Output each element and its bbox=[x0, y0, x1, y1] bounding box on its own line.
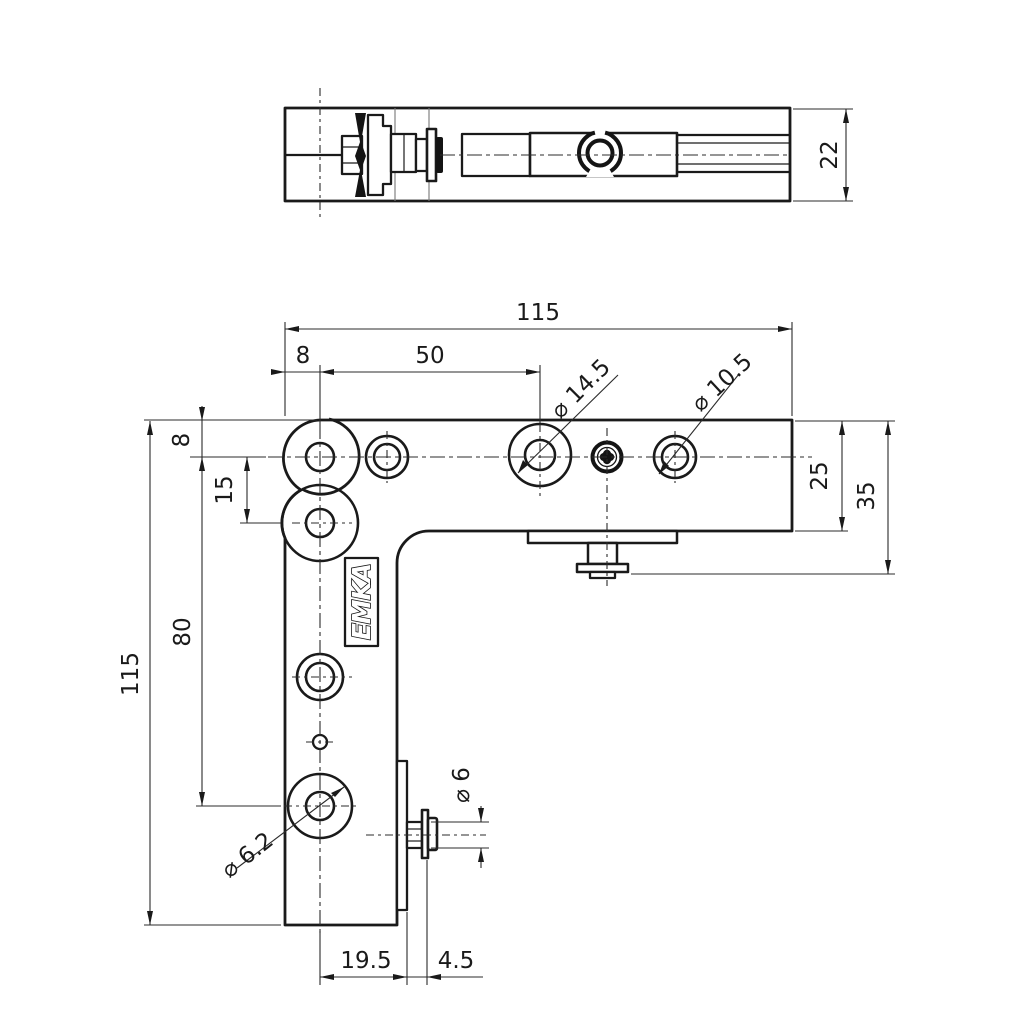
top-view bbox=[283, 88, 792, 220]
dim-dia-6: ⌀ 6 bbox=[449, 767, 475, 803]
retaining-clip bbox=[577, 129, 623, 177]
logo-plate: EMKA bbox=[343, 556, 380, 648]
star-washer bbox=[355, 113, 366, 197]
dim-dia-6-2: ⌀ 6.2 bbox=[217, 827, 279, 883]
dim-offset-4-5: 4.5 bbox=[438, 948, 475, 974]
dim-overall-width: 115 bbox=[516, 300, 560, 326]
bottom-slider-stud bbox=[526, 529, 679, 580]
dim-dia-10-5: ⌀ 10.5 bbox=[687, 349, 758, 417]
dim-spacing-15: 15 bbox=[212, 475, 238, 504]
pin-cap bbox=[436, 137, 443, 173]
corner-lobe-arc bbox=[301, 417, 361, 496]
dim-depth-22: 22 bbox=[817, 140, 843, 169]
dim-spacing-50: 50 bbox=[415, 343, 444, 369]
part-outline bbox=[280, 418, 794, 927]
dim-edge-8-left: 8 bbox=[169, 433, 195, 448]
dimension-lines bbox=[144, 108, 895, 985]
dim-dia-14-5: ⌀ 14.5 bbox=[546, 354, 616, 424]
dim-offset-19-5: 19.5 bbox=[340, 948, 391, 974]
dim-offset-8-top: 8 bbox=[296, 343, 311, 369]
dim-height-35: 35 bbox=[854, 481, 880, 510]
centerlines bbox=[268, 424, 812, 935]
dim-spacing-80: 80 bbox=[170, 617, 196, 646]
dimension-labels: 115 8 50 ⌀ 14.5 ⌀ 10.5 22 8 15 80 115 25… bbox=[118, 140, 880, 974]
front-view: EMKA bbox=[268, 417, 812, 935]
dim-height-25: 25 bbox=[807, 461, 833, 490]
side-stud-assembly bbox=[395, 759, 439, 912]
hinge-pin-assembly bbox=[340, 113, 443, 197]
dim-overall-height: 115 bbox=[118, 652, 144, 696]
emka-logo: EMKA bbox=[347, 564, 376, 640]
